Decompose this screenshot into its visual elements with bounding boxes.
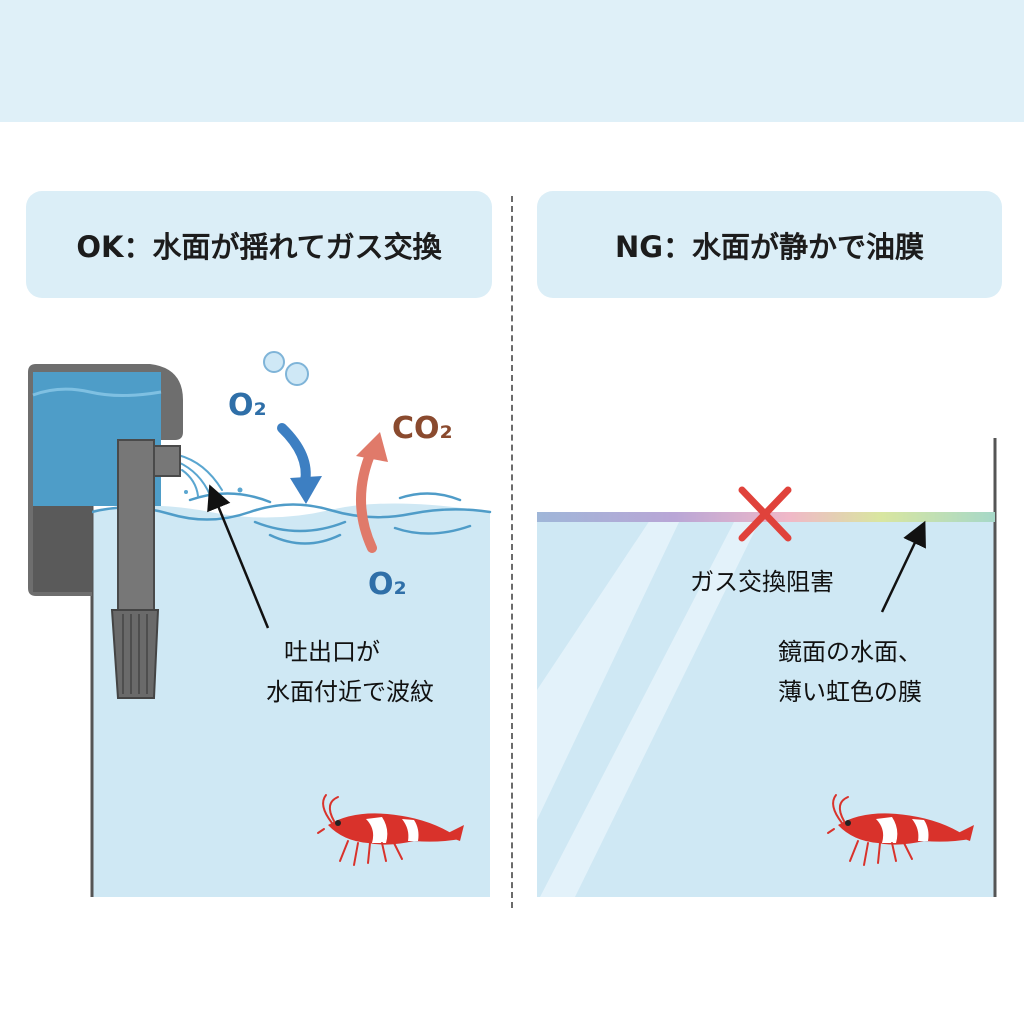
ripple-lines [90,492,492,545]
o2-down-arrowhead [290,476,322,504]
ok-panel-header: OK：水面が揺れてガス交換 [26,191,492,298]
co2-up-arrow [356,445,377,553]
ok-header-text: OK：水面が揺れてガス交換 [76,229,442,264]
shrimp-icon [827,794,974,866]
hang-on-filter-icon [28,364,183,699]
ng-callout-line2: 薄い虹色の膜 [778,678,922,706]
co2-label: CO₂ [392,411,453,446]
ok-water [92,503,490,897]
o2-down-arrow [277,423,311,487]
ng-header-text: NG：水面が静かで油膜 [614,229,925,264]
bubbles-icon [263,351,309,386]
ok-callout-line2: 水面付近で波紋 [266,678,434,706]
co2-up-arrowhead [356,432,388,462]
panel-divider [511,196,513,908]
ng-callout-arrow [880,520,926,613]
cross-icon [738,486,792,542]
o2-top-label: O₂ [228,388,267,423]
shrimp-icon [317,794,464,866]
ng-panel-header: NG：水面が静かで油膜 [537,191,1002,298]
top-banner [0,0,1024,122]
ng-callout-line1: 鏡面の水面、 [778,638,922,666]
ok-panel: O₂ CO₂ O₂ 吐出口が 水面付近で波紋 [28,351,492,897]
ok-callout-arrow [207,484,270,629]
splash-drop [237,487,243,493]
o2-bottom-label: O₂ [368,567,407,602]
ng-blocked-label: ガス交換阻害 [690,568,834,596]
mirror-glare [540,520,760,897]
splash-drop [184,490,188,494]
outlet-splash [177,454,223,497]
ok-callout-line1: 吐出口が [284,638,380,666]
mirror-glare [537,520,680,820]
ng-panel: ガス交換阻害 鏡面の水面、 薄い虹色の膜 [537,438,997,897]
